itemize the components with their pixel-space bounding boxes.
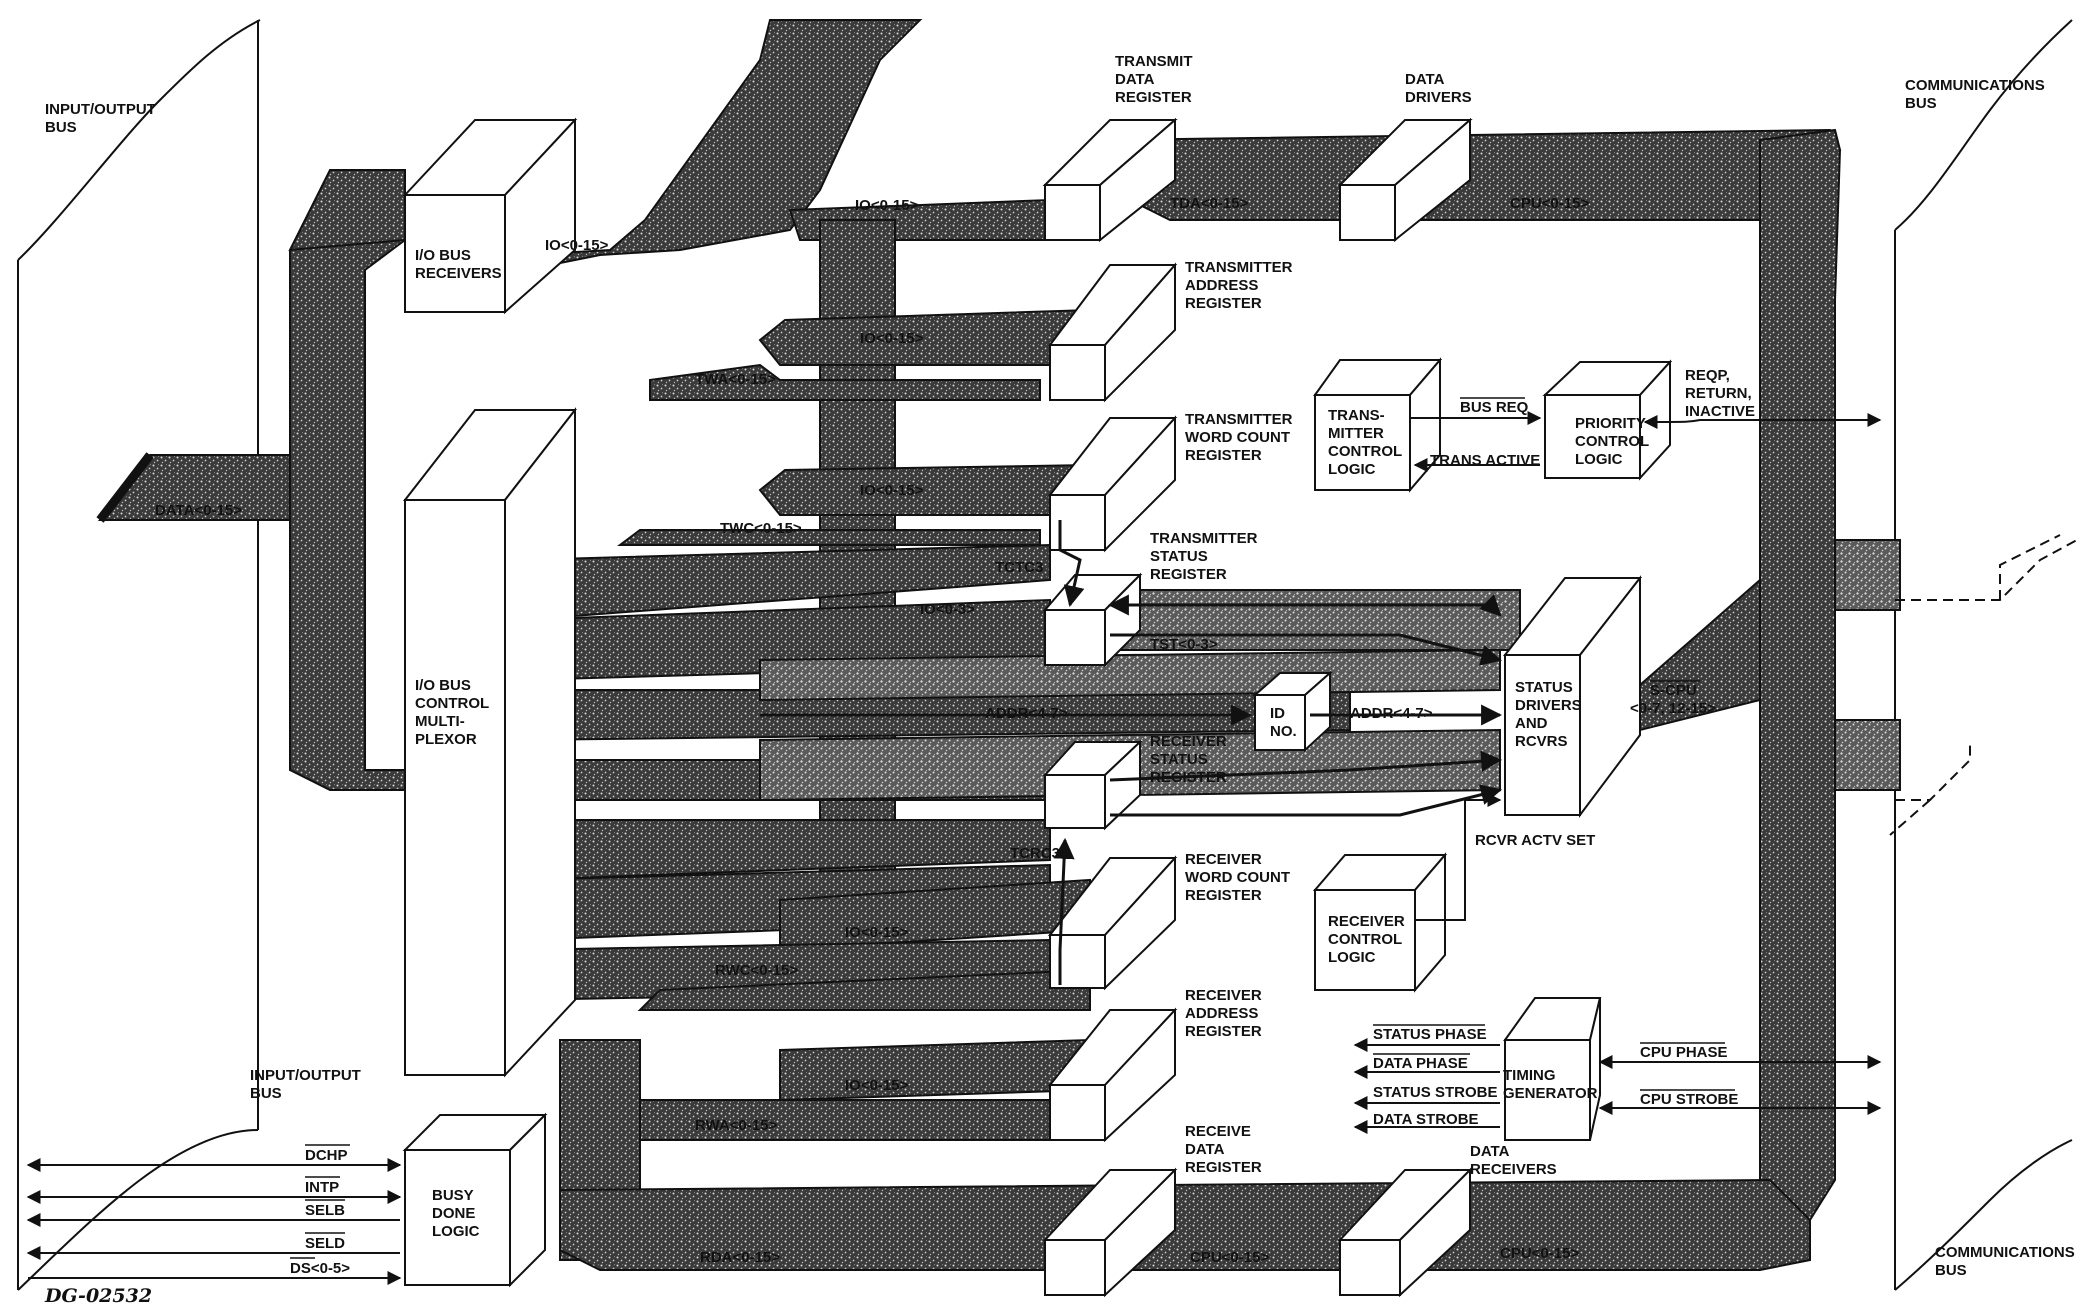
overbars: [290, 397, 1735, 1259]
svg-text:DATA PHASE: DATA PHASE: [1373, 1055, 1468, 1072]
svg-text:TWC<0-15>: TWC<0-15>: [720, 520, 802, 537]
signal-labels: DATA<0-15> IO<0-15> IO<0-15> TDA<0-15> C…: [155, 195, 1755, 1277]
svg-text:RWA<0-15>: RWA<0-15>: [695, 1117, 778, 1134]
transmit-data-register-block: [1042, 117, 1178, 243]
svg-text:IO<0-15>: IO<0-15>: [855, 197, 919, 214]
svg-text:CPU STROBE: CPU STROBE: [1640, 1091, 1738, 1108]
receiver-status-register-block: [1042, 739, 1143, 831]
svg-text:S-CPU<0-7, 12-15>: S-CPU<0-7, 12-15>: [1630, 682, 1716, 717]
data-receivers-block: [1337, 1167, 1473, 1298]
svg-text:IO<0-15>: IO<0-15>: [860, 482, 924, 499]
data-drivers-block: [1337, 117, 1473, 243]
receiver-address-register-block: [1047, 1007, 1178, 1143]
bus-ribbons: [96, 19, 1901, 1271]
svg-text:STATUS PHASE: STATUS PHASE: [1373, 1026, 1487, 1043]
svg-text:DCHP: DCHP: [305, 1147, 348, 1164]
transmitter-status-register-block: [1042, 572, 1143, 668]
svg-text:IO<0-15>: IO<0-15>: [545, 237, 609, 254]
transmitter-address-register-block: [1048, 262, 1178, 403]
svg-text:RCVR ACTV SET: RCVR ACTV SET: [1475, 832, 1595, 849]
svg-text:SELD: SELD: [305, 1235, 345, 1252]
signal-data-0-15: DATA<0-15>: [155, 502, 242, 519]
svg-text:SELB: SELB: [305, 1202, 345, 1219]
svg-text:REQP,RETURN,INACTIVE: REQP,RETURN,INACTIVE: [1685, 367, 1755, 420]
svg-text:CPU<0-15>: CPU<0-15>: [1500, 1245, 1579, 1262]
svg-text:RWC<0-15>: RWC<0-15>: [715, 962, 798, 979]
svg-text:TRANS ACTIVE: TRANS ACTIVE: [1430, 452, 1540, 469]
comm-bus-sheet: [1894, 19, 2073, 1291]
svg-text:IO<0-15>: IO<0-15>: [845, 924, 909, 941]
svg-text:ADDR<4-7>: ADDR<4-7>: [985, 705, 1068, 722]
io-bus-sheet: [17, 19, 261, 1291]
svg-text:TCRC3: TCRC3: [1010, 845, 1060, 862]
svg-text:RDA<0-15>: RDA<0-15>: [700, 1249, 780, 1266]
svg-text:IO<0-3>: IO<0-3>: [920, 601, 975, 618]
svg-text:IO<0-15>: IO<0-15>: [845, 1077, 909, 1094]
comm-bus-dashed-connectors: [1889, 534, 2077, 836]
receive-data-register-block: [1042, 1167, 1178, 1298]
svg-text:BUS REQ: BUS REQ: [1460, 399, 1529, 416]
svg-text:TDA<0-15>: TDA<0-15>: [1170, 195, 1249, 212]
svg-text:CPU<0-15>: CPU<0-15>: [1510, 195, 1589, 212]
svg-text:DS<0-5>: DS<0-5>: [290, 1260, 350, 1277]
svg-text:TST<0-3>: TST<0-3>: [1150, 636, 1218, 653]
svg-text:ADDR<4-7>: ADDR<4-7>: [1350, 705, 1433, 722]
svg-text:STATUS STROBE: STATUS STROBE: [1373, 1084, 1497, 1101]
svg-text:CPU PHASE: CPU PHASE: [1640, 1044, 1728, 1061]
svg-text:TCTC3: TCTC3: [995, 559, 1043, 576]
control-wires: [26, 411, 1882, 1285]
svg-text:DATA STROBE: DATA STROBE: [1373, 1111, 1479, 1128]
svg-text:INTP: INTP: [305, 1179, 339, 1196]
svg-text:CPU<0-15>: CPU<0-15>: [1190, 1249, 1269, 1266]
svg-text:TWA<0-15>: TWA<0-15>: [695, 371, 776, 388]
svg-text:IO<0-15>: IO<0-15>: [860, 330, 924, 347]
receiver-word-count-register-block: [1047, 855, 1178, 991]
figure-id: DG-02532: [44, 1285, 152, 1305]
